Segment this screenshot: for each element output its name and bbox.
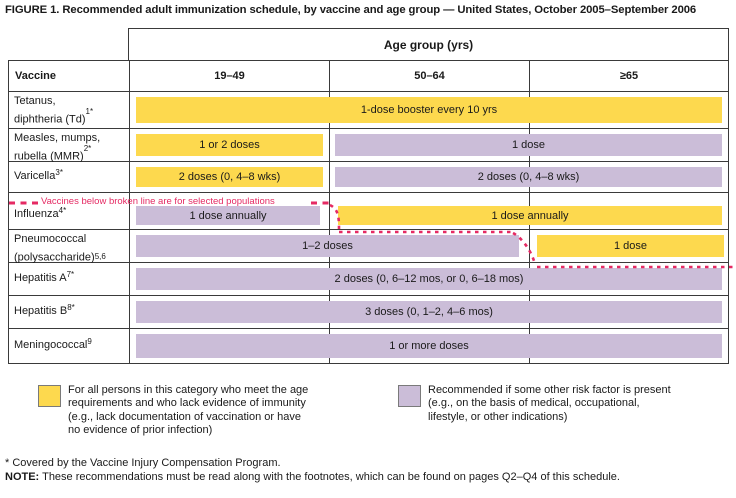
footnote-ref: 3* (55, 168, 63, 178)
footnote-ref: 7* (66, 270, 75, 280)
label-line: Influenza (14, 208, 59, 221)
legend-text-for-all: For all persons in this category who mee… (68, 384, 309, 437)
legend-swatch-for-all (38, 385, 61, 407)
legend-text-risk-factor: Recommended if some other risk factor is… (428, 384, 671, 423)
label-line: Pneumococcal (14, 233, 87, 245)
vaccine-column-header: Vaccine (9, 61, 130, 91)
vaccine-label: Measles, mumps, rubella (MMR)2* (9, 129, 130, 163)
row-cells: 3 doses (0, 1–2, 4–6 mos) (130, 296, 728, 328)
label-line: (polysaccharide) (14, 251, 95, 264)
bar-meningococcal-all-ages: 1 or more doses (136, 334, 722, 358)
note-text: These recommendations must be read along… (42, 471, 620, 483)
column-gridline (329, 129, 330, 161)
figure-title: FIGURE 1. Recommended adult immunization… (5, 4, 697, 16)
footnote-vicp: * Covered by the Vaccine Injury Compensa… (5, 457, 281, 469)
column-gridline (329, 162, 330, 192)
table-row-tetanus: Tetanus, diphtheria (Td)1* 1-dose booste… (9, 92, 728, 129)
label-line: Varicella (14, 170, 56, 183)
table-row-mmr: Measles, mumps, rubella (MMR)2* 1 or 2 d… (9, 129, 728, 162)
row-cells: 1 or more doses (130, 329, 728, 363)
bar-varicella-50plus: 2 doses (0, 4–8 wks) (335, 167, 722, 187)
footnote-ref: 2* (83, 143, 92, 153)
column-gridline (529, 230, 530, 262)
bar-varicella-19-49: 2 doses (0, 4–8 wks) (136, 167, 323, 187)
age-column-50-64: 50–64 (330, 61, 530, 91)
bar-influenza-19-49: 1 dose annually (136, 206, 320, 225)
table-row-pneumococcal: Pneumococcal (polysaccharide)5,6 1–2 dos… (9, 230, 728, 263)
bar-pneumococcal-65plus: 1 dose (537, 235, 724, 257)
bar-influenza-50plus: 1 dose annually (338, 206, 722, 225)
bar-hepatitis-b-all-ages: 3 doses (0, 1–2, 4–6 mos) (136, 301, 722, 323)
vaccine-label: Pneumococcal (polysaccharide)5,6 (9, 230, 130, 264)
bar-tetanus-all-ages: 1-dose booster every 10 yrs (136, 97, 722, 123)
label-line: Hepatitis A (14, 272, 67, 285)
label-line: rubella (MMR) (14, 150, 84, 163)
bar-pneumococcal-19-64: 1–2 doses (136, 235, 519, 257)
row-cells: 1–2 doses 1 dose (130, 230, 728, 262)
age-column-19-49: 19–49 (130, 61, 330, 91)
bar-mmr-50plus: 1 dose (335, 134, 722, 156)
vaccine-label: Tetanus, diphtheria (Td)1* (9, 92, 130, 128)
broken-line-note: Vaccines below broken line are for selec… (41, 196, 275, 207)
row-cells: 1 or 2 doses 1 dose (130, 129, 728, 161)
label-line: Measles, mumps, (14, 132, 101, 144)
footnote-note: NOTE: These recommendations must be read… (5, 471, 620, 483)
row-cells: 2 doses (0, 4–8 wks) 2 doses (0, 4–8 wks… (130, 162, 728, 192)
footnote-ref: 5,6 (94, 251, 106, 261)
column-gridline (329, 193, 330, 229)
row-cells: 1 dose annually 1 dose annually (130, 193, 728, 229)
bar-mmr-19-49: 1 or 2 doses (136, 134, 323, 156)
schedule-table-body: Tetanus, diphtheria (Td)1* 1-dose booste… (8, 91, 729, 364)
footnote-ref: 1* (85, 106, 94, 116)
column-header-row: Vaccine 19–49 50–64 ≥65 (8, 60, 729, 92)
label-line: Hepatitis B (14, 305, 68, 318)
footnote-ref: 9 (87, 337, 92, 347)
legend-swatch-risk-factor (398, 385, 421, 407)
label-line: Meningococcal (14, 339, 88, 352)
age-group-header: Age group (yrs) (128, 28, 729, 61)
label-line: Tetanus, (14, 95, 56, 107)
row-cells: 2 doses (0, 6–12 mos, or 0, 6–18 mos) (130, 263, 728, 295)
footnote-ref: 4* (58, 206, 67, 216)
row-cells: 1-dose booster every 10 yrs (130, 92, 728, 128)
note-label: NOTE: (5, 471, 40, 483)
bar-hepatitis-a-all-ages: 2 doses (0, 6–12 mos, or 0, 6–18 mos) (136, 268, 722, 290)
footnote-ref: 8* (67, 303, 75, 313)
age-column-65plus: ≥65 (619, 70, 639, 82)
label-line: diphtheria (Td) (14, 113, 86, 126)
